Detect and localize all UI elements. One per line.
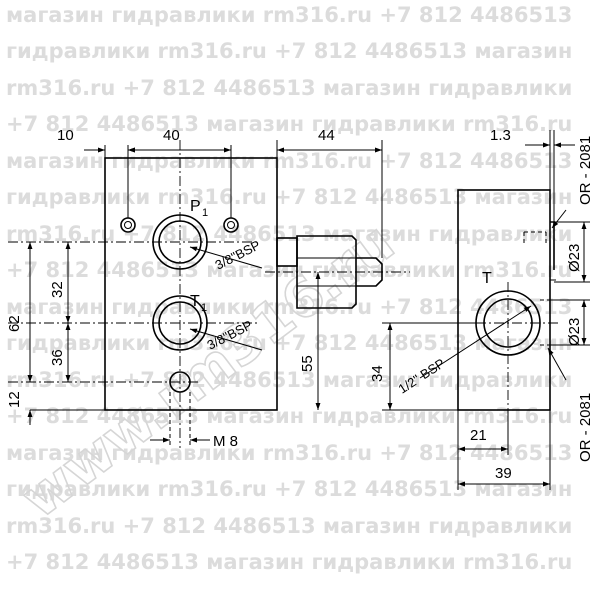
port-p-subscript: 1 (202, 207, 208, 219)
right-port-leader (419, 305, 532, 379)
dim-34: 34 (369, 365, 386, 382)
watermark-line: магазин гидравлики rm316.ru +7 812 44865… (6, 441, 572, 465)
watermark-line: rm316.ru +7 812 4486513 магазин гидравли… (6, 222, 572, 246)
dim-62: 62 (6, 315, 23, 332)
dim-32: 32 (49, 281, 66, 298)
port-p-outer (152, 214, 208, 270)
seal-top-leader (551, 209, 567, 229)
watermark-line: магазин гидравлики rm316.ru +7 812 44865… (6, 295, 572, 319)
dim-55: 55 (299, 355, 316, 372)
side-fitting: 44 55 (265, 127, 410, 410)
mount-hole-right-inner (227, 221, 235, 229)
mount-hole-left-inner (124, 221, 132, 229)
watermark-line: магазин гидравлики rm316.ru +7 812 44865… (6, 149, 572, 173)
watermark-line: rm316.ru +7 812 4486513 магазин гидравли… (6, 76, 572, 100)
dim-10: 10 (57, 127, 74, 144)
watermark-line: гидравлики rm316.ru +7 812 4486513 магаз… (6, 477, 572, 501)
dim-40: 40 (163, 127, 180, 144)
dim-1-3: 1.3 (490, 127, 511, 144)
watermark-line: +7 812 4486513 магазин гидравлики rm316.… (6, 258, 572, 282)
dia-upper: Ø23 (566, 244, 583, 272)
dia-lower: Ø23 (566, 318, 583, 346)
fitting-hex (296, 235, 357, 309)
seal-bottom-leader (547, 347, 567, 381)
watermark-line: rm316.ru +7 812 4486513 магазин гидравли… (6, 514, 572, 538)
watermark-line: магазин гидравлики rm316.ru +7 812 44865… (6, 3, 572, 27)
port-p-leader (189, 246, 263, 269)
dim-39: 39 (495, 465, 512, 482)
watermark-line: гидравлики rm316.ru +7 812 4486513 магаз… (6, 185, 572, 209)
port-t-inner (158, 301, 202, 345)
m8-hole (169, 371, 191, 393)
seal-label-top: OR - 2081 (577, 136, 594, 205)
dim-44: 44 (318, 127, 335, 144)
dim-36: 36 (49, 349, 66, 366)
watermark-line: +7 812 4486513 магазин гидравлики rm316.… (6, 404, 572, 428)
watermark-line: +7 812 4486513 магазин гидравлики rm316.… (6, 550, 572, 574)
front-view: P 1 T 1 3/8"BSP 3/8"BSP 10 40 62 32 36 1… (6, 127, 278, 450)
port-t-label: T (190, 293, 200, 310)
front-block-outline (104, 157, 278, 411)
watermark: магазин гидравлики rm316.ru +7 812 44865… (6, 3, 572, 574)
right-port-label: T (482, 270, 492, 287)
watermark-line: +7 812 4486513 магазин гидравлики rm316.… (6, 112, 572, 136)
dim-21: 21 (470, 427, 487, 444)
port-t-leader (189, 328, 263, 351)
port-t-outer (152, 295, 208, 351)
seal-label-bottom: OR - 2081 (577, 393, 594, 462)
watermark-line: rm316.ru +7 812 4486513 магазин гидравли… (6, 368, 572, 392)
right-hidden-recess (523, 231, 547, 246)
port-p-label: P (190, 198, 201, 215)
watermark-line: гидравлики rm316.ru +7 812 4486513 магаз… (6, 39, 572, 63)
port-p-inner (158, 220, 202, 264)
dim-m8: M 8 (213, 433, 238, 450)
dim-12: 12 (6, 391, 23, 408)
port-t-subscript: 1 (201, 302, 207, 314)
